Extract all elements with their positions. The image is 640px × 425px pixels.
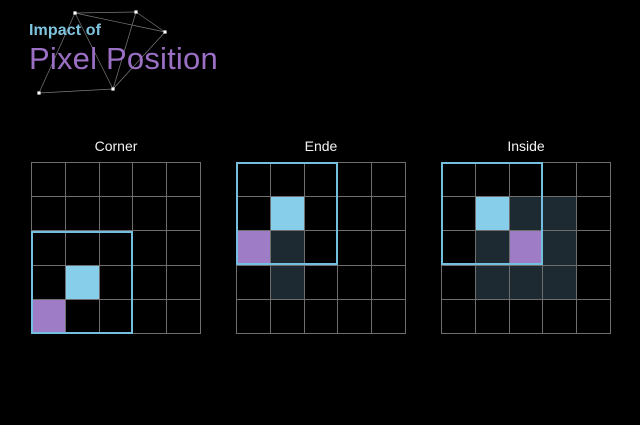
grid-cell[interactable]	[133, 265, 168, 300]
grid-cell[interactable]	[543, 299, 578, 334]
grid-cell[interactable]	[338, 197, 373, 232]
grid-cell[interactable]	[237, 231, 271, 266]
network-node	[37, 91, 41, 95]
grid-cell[interactable]	[32, 265, 66, 300]
grid-cell[interactable]	[577, 231, 611, 266]
title-kicker: Impact of	[29, 22, 102, 39]
grid-cell[interactable]	[543, 197, 578, 232]
grid-cell[interactable]	[167, 197, 201, 232]
network-edge	[74, 11, 137, 14]
grid-cell[interactable]	[543, 231, 578, 266]
grid-cell[interactable]	[237, 265, 271, 300]
grid-cell[interactable]	[442, 231, 476, 266]
page-title-block: Impact of Pixel Position	[29, 21, 449, 77]
panel-title: Corner	[94, 138, 138, 154]
grid-cell[interactable]	[65, 299, 100, 334]
grid-cell[interactable]	[99, 265, 134, 300]
network-node	[111, 87, 115, 91]
grid-cell[interactable]	[509, 231, 544, 266]
grid-cell[interactable]	[237, 299, 271, 334]
grid-cell[interactable]	[32, 163, 66, 198]
grid-cell[interactable]	[304, 231, 339, 266]
grid-cell[interactable]	[304, 299, 339, 334]
network-edge	[38, 88, 114, 94]
grid-cell[interactable]	[442, 197, 476, 232]
panel-ende: Ende	[236, 138, 406, 334]
grid-cell[interactable]	[372, 265, 406, 300]
grid-cell[interactable]	[509, 163, 544, 198]
grid-cell[interactable]	[442, 265, 476, 300]
grid-cell[interactable]	[65, 197, 100, 232]
page-title: Pixel Position	[29, 41, 218, 76]
grid-cell[interactable]	[237, 197, 271, 232]
network-node	[73, 11, 77, 15]
grid-cell[interactable]	[304, 265, 339, 300]
grid-cell[interactable]	[270, 299, 305, 334]
panel-title: Ende	[304, 138, 338, 154]
grid-cell[interactable]	[577, 265, 611, 300]
grid-cell[interactable]	[99, 163, 134, 198]
grid-cell[interactable]	[372, 231, 406, 266]
grid-cell[interactable]	[65, 265, 100, 300]
panel-title: Inside	[507, 138, 545, 154]
network-node	[134, 10, 138, 14]
panel-corner: Corner	[31, 138, 201, 334]
grid-cell[interactable]	[270, 197, 305, 232]
grid-cell[interactable]	[338, 265, 373, 300]
grid-cell[interactable]	[577, 197, 611, 232]
grid-cell[interactable]	[270, 231, 305, 266]
grid-cell[interactable]	[442, 299, 476, 334]
grid-cell[interactable]	[99, 231, 134, 266]
grid-cell[interactable]	[167, 163, 201, 198]
grid-cell[interactable]	[270, 163, 305, 198]
grid-cell[interactable]	[509, 265, 544, 300]
grid-cell[interactable]	[167, 265, 201, 300]
grid-cell[interactable]	[338, 231, 373, 266]
grid-cell[interactable]	[338, 299, 373, 334]
grid-cell[interactable]	[99, 197, 134, 232]
grid-cell[interactable]	[133, 299, 168, 334]
grid-cell[interactable]	[543, 265, 578, 300]
pixel-grid	[31, 162, 201, 334]
grid-cell[interactable]	[509, 299, 544, 334]
grid-cell[interactable]	[304, 197, 339, 232]
grid-cell[interactable]	[32, 197, 66, 232]
grid-cell[interactable]	[133, 231, 168, 266]
grid-cell[interactable]	[167, 299, 201, 334]
grid-cell[interactable]	[65, 231, 100, 266]
grid-cell[interactable]	[338, 163, 373, 198]
grid-cell[interactable]	[372, 197, 406, 232]
grid-cell[interactable]	[577, 299, 611, 334]
grid-cell[interactable]	[543, 163, 578, 198]
grid-cell[interactable]	[475, 163, 510, 198]
grid-cell[interactable]	[509, 197, 544, 232]
grid-cell[interactable]	[475, 197, 510, 232]
grid-cell[interactable]	[32, 299, 66, 334]
grid-wrapper	[31, 162, 201, 334]
pixel-grid	[236, 162, 406, 334]
panel-inside: Inside	[441, 138, 611, 334]
grid-wrapper	[441, 162, 611, 334]
grid-cell[interactable]	[133, 197, 168, 232]
grid-cell[interactable]	[475, 231, 510, 266]
grid-cell[interactable]	[304, 163, 339, 198]
grid-cell[interactable]	[99, 299, 134, 334]
grid-cell[interactable]	[133, 163, 168, 198]
grid-cell[interactable]	[577, 163, 611, 198]
grid-cell[interactable]	[237, 163, 271, 198]
grid-cell[interactable]	[442, 163, 476, 198]
pixel-grid	[441, 162, 611, 334]
grid-cell[interactable]	[372, 163, 406, 198]
grid-cell[interactable]	[32, 231, 66, 266]
grid-wrapper	[236, 162, 406, 334]
grid-cell[interactable]	[167, 231, 201, 266]
grid-cell[interactable]	[372, 299, 406, 334]
grid-cell[interactable]	[475, 265, 510, 300]
panels-row: Corner Ende Inside	[0, 138, 640, 353]
grid-cell[interactable]	[270, 265, 305, 300]
grid-cell[interactable]	[65, 163, 100, 198]
grid-cell[interactable]	[475, 299, 510, 334]
